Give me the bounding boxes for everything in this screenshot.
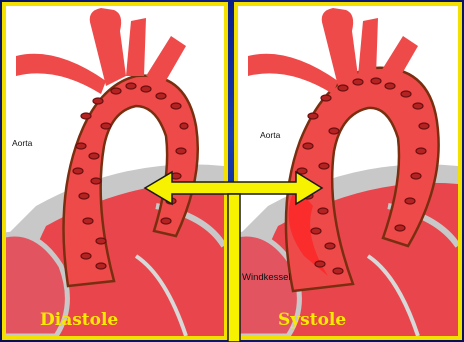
arrow-stem	[228, 194, 240, 342]
